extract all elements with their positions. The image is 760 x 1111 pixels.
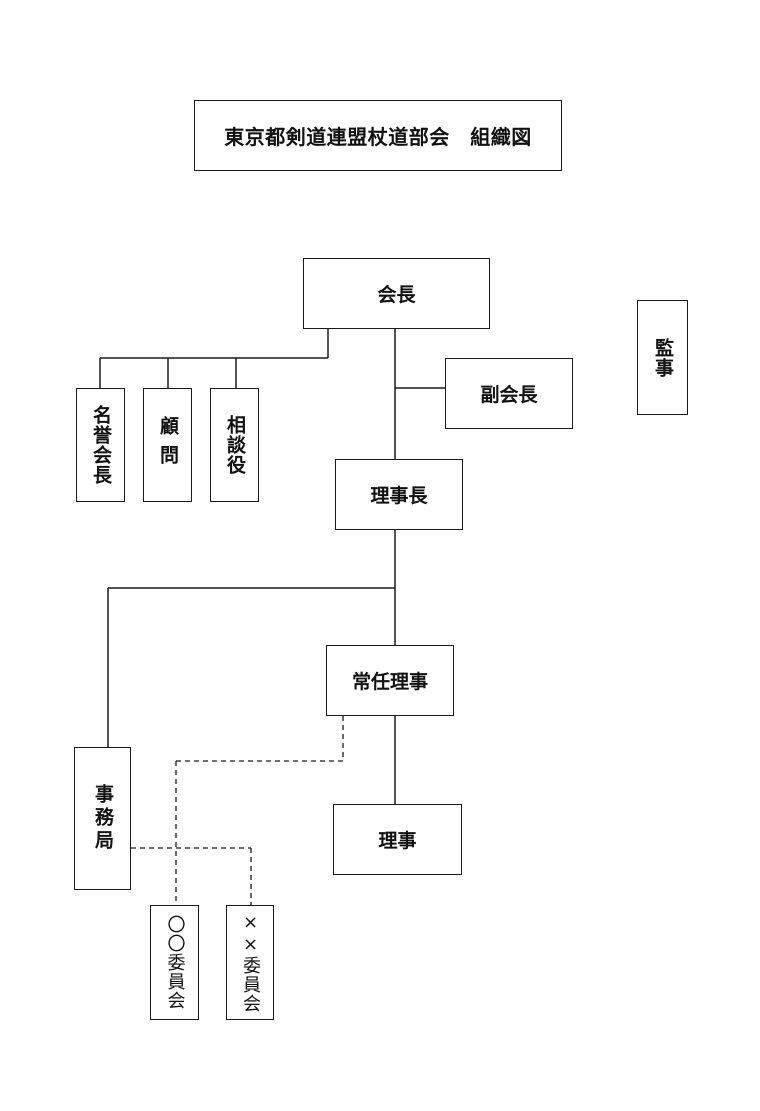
- vice-president-label: 副会長: [480, 384, 538, 406]
- standing-director-label: 常任理事: [351, 671, 428, 693]
- director-box: 理事: [333, 804, 462, 875]
- committee-a-box: 〇〇委員会: [150, 905, 199, 1020]
- honorary-president-label: 名誉会長: [90, 405, 112, 485]
- director-label: 理事: [378, 830, 417, 852]
- page-title-text: 東京都剣道連盟杖道部会 組織図: [224, 125, 532, 149]
- honorary-president-box: 名誉会長: [76, 388, 125, 502]
- chairman-label: 理事長: [370, 485, 428, 507]
- standing-director-box: 常任理事: [326, 645, 454, 716]
- secretariat-label: 事務局: [92, 784, 114, 853]
- auditor-box: 監事: [637, 300, 688, 415]
- committee-a-label: 〇〇委員会: [164, 915, 186, 1010]
- president-box: 会長: [303, 258, 490, 329]
- president-label: 会長: [377, 284, 416, 306]
- secretariat-box: 事務局: [74, 747, 131, 890]
- advisor-box: 顧問: [143, 388, 192, 502]
- page-title: 東京都剣道連盟杖道部会 組織図: [194, 100, 562, 171]
- counselor-box: 相談役: [210, 388, 259, 502]
- committee-b-box: ××委員会: [226, 905, 274, 1020]
- counselor-label: 相談役: [224, 415, 246, 475]
- chairman-box: 理事長: [335, 459, 463, 530]
- advisor-label: 顧問: [157, 416, 179, 474]
- committee-b-label: ××委員会: [240, 912, 261, 1013]
- vice-president-box: 副会長: [445, 358, 573, 429]
- auditor-label: 監事: [652, 337, 674, 378]
